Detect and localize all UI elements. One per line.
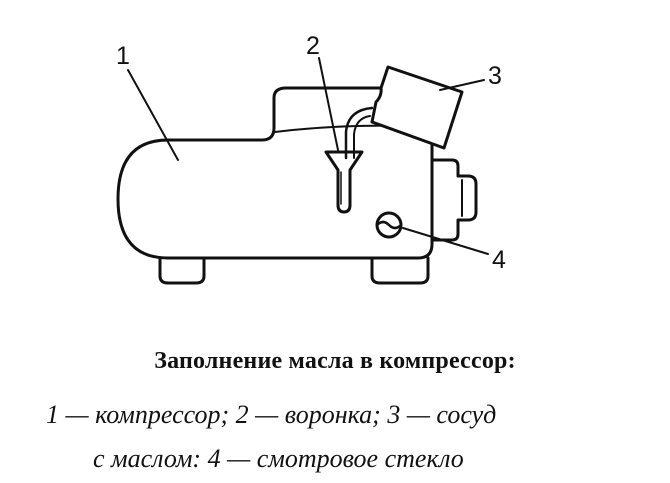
leader-line-4 [402,227,489,255]
oil-stream [344,106,374,160]
callout-number-3: 3 [488,62,502,90]
side-knob [429,158,478,242]
oil-vessel [370,65,464,150]
caption-legend-line-2: с маслом: 4 — смотровое стекло [93,444,464,473]
sight-glass [375,211,403,239]
callout-number-2: 2 [306,32,320,60]
callout-number-4: 4 [492,246,506,274]
right-foot [370,256,430,285]
left-foot [158,256,206,285]
leader-line-1 [127,69,179,161]
callout-number-1: 1 [116,42,130,70]
leader-line-2 [318,57,339,151]
caption-title: Заполнение масла в компрессор: [154,348,516,374]
caption-legend-line-1: 1 — компрессор; 2 — воронка; 3 — сосуд [46,400,497,429]
leader-line-3 [439,79,485,91]
funnel [324,150,364,214]
compressor-oil-filling-diagram: 1 2 3 4 [116,32,506,285]
